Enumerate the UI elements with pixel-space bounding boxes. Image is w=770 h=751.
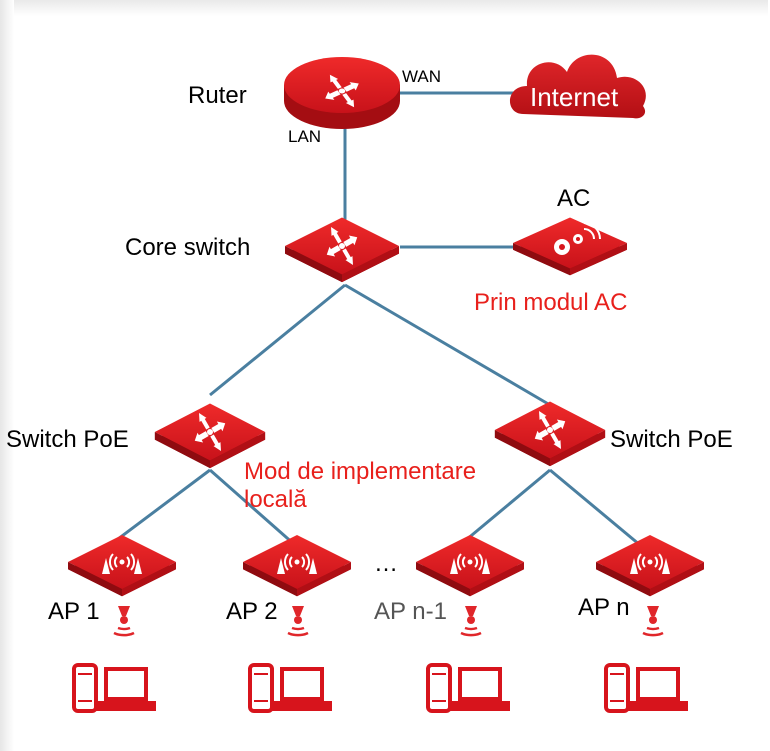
switch-poe-left-label: Switch PoE xyxy=(6,426,129,453)
apn-icon xyxy=(596,535,704,597)
switch-poe-right-label: Switch PoE xyxy=(610,426,733,453)
ap1-antenna-icon xyxy=(112,604,136,637)
clients-apn1-icon xyxy=(426,663,510,713)
apn1-icon xyxy=(416,535,524,597)
lan-label: LAN xyxy=(288,127,322,146)
left-border xyxy=(0,0,14,751)
link-lines xyxy=(109,91,641,547)
clients-ap2-icon xyxy=(248,663,332,713)
ac-mode-label: Prin modul AC xyxy=(474,289,628,316)
router-label: Ruter xyxy=(188,82,247,109)
link-core-left-switch xyxy=(209,283,346,397)
access-controller-icon xyxy=(513,217,627,276)
switch-poe-right-icon xyxy=(494,401,606,467)
ellipsis-label: … xyxy=(374,550,398,577)
local-mode-label-line2: locală xyxy=(244,486,307,513)
ap2-antenna-icon xyxy=(286,604,310,637)
apn1-antenna-icon xyxy=(459,604,483,637)
internet-label: Internet xyxy=(530,82,619,112)
apn-antenna-icon xyxy=(641,604,665,637)
link-left-switch-ap2 xyxy=(209,468,296,547)
clients-apn-icon xyxy=(604,663,688,713)
router-icon xyxy=(284,57,400,129)
link-left-switch-ap1 xyxy=(109,468,211,547)
wan-label: WAN xyxy=(402,67,442,86)
link-right-switch-apn xyxy=(549,468,641,547)
ap1-icon xyxy=(68,535,176,597)
clients-ap1-icon xyxy=(72,663,156,713)
ac-label: AC xyxy=(557,185,591,212)
local-mode-label-line1: Mod de implementare xyxy=(244,458,477,485)
link-core-right-switch xyxy=(344,283,551,407)
top-border xyxy=(0,0,768,16)
ap1-label: AP 1 xyxy=(48,598,100,625)
ap2-label: AP 2 xyxy=(226,598,278,625)
core-switch-icon xyxy=(285,217,399,283)
ap2-icon xyxy=(243,535,351,597)
core-switch-label: Core switch xyxy=(125,234,251,261)
cloud-icon xyxy=(509,54,646,119)
apn1-label: AP n-1 xyxy=(374,598,447,625)
link-right-switch-apn1 xyxy=(459,468,551,547)
apn-label: AP n xyxy=(578,594,630,621)
